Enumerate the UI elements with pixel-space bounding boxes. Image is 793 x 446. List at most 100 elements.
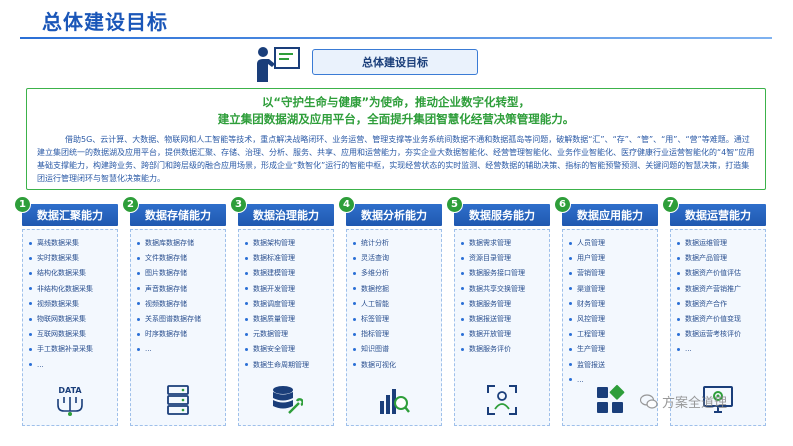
title-divider xyxy=(20,37,772,39)
list-item: 文件数据存储 xyxy=(137,251,221,266)
column-title: 数据运营能力 xyxy=(670,204,766,226)
column-title: 数据治理能力 xyxy=(238,204,334,226)
capability-column-2: 2 数据存储能力 数据库数据存储 文件数据存储 图片数据存储 声音数据存储 视频… xyxy=(122,196,226,428)
list-item: 风控管理 xyxy=(569,312,653,327)
column-number-badge: 6 xyxy=(554,196,571,213)
list-item: 数据开放管理 xyxy=(461,327,545,342)
list-item: 声音数据存储 xyxy=(137,282,221,297)
list-item: 数据建模管理 xyxy=(245,266,329,281)
list-item: 监管报送 xyxy=(569,358,653,373)
list-item: 数据开发管理 xyxy=(245,282,329,297)
user-scan-icon xyxy=(487,385,517,415)
list-item: 互联网数据采集 xyxy=(29,327,113,342)
column-body: 数据架构管理 数据标准管理 数据建模管理 数据开发管理 数据调度管理 数据质量管… xyxy=(238,229,334,426)
list-item: 资源目录管理 xyxy=(461,251,545,266)
column-title: 数据服务能力 xyxy=(454,204,550,226)
list-item: 离线数据采集 xyxy=(29,236,113,251)
capability-columns: 1 数据汇聚能力 离线数据采集 实时数据采集 结构化数据采集 非结构化数据采集 … xyxy=(14,196,774,428)
column-number-badge: 4 xyxy=(338,196,355,213)
list-item: 元数据管理 xyxy=(245,327,329,342)
list-item: 数据安全管理 xyxy=(245,342,329,357)
data-icon-label: DATA xyxy=(58,386,82,395)
list-item: ... xyxy=(137,342,221,357)
data-flow-icon: DATA xyxy=(57,386,83,416)
list-item: 结构化数据采集 xyxy=(29,266,113,281)
list-item: 物联网数据采集 xyxy=(29,312,113,327)
list-item: 数据运营考核评价 xyxy=(677,327,761,342)
list-item: 数据服务接口管理 xyxy=(461,266,545,281)
server-icon xyxy=(167,385,189,415)
list-item: 数据资产合作 xyxy=(677,297,761,312)
chart-magnifier-icon xyxy=(380,389,410,414)
list-item: 数据运维管理 xyxy=(677,236,761,251)
mission-headline-1: 以“守护生命与健康”为使命，推动企业数字化转型， xyxy=(261,95,531,109)
column-title: 数据分析能力 xyxy=(346,204,442,226)
list-item: 数据架构管理 xyxy=(245,236,329,251)
list-item: ... xyxy=(29,358,113,373)
list-item: 数据库数据存储 xyxy=(137,236,221,251)
watermark-text: 方案全道理 xyxy=(662,396,728,411)
list-item: 数据资产营销推广 xyxy=(677,282,761,297)
list-item: 非结构化数据采集 xyxy=(29,282,113,297)
column-body: 人员管理 用户管理 营销管理 渠道管理 财务管理 风控管理 工程管理 生产管理 … xyxy=(562,229,658,426)
database-wrench-icon xyxy=(273,386,303,414)
list-item: 数据可视化 xyxy=(353,358,437,373)
list-item: 渠道管理 xyxy=(569,282,653,297)
list-item: 视频数据采集 xyxy=(29,297,113,312)
list-item: 工程管理 xyxy=(569,327,653,342)
list-item: 数据质量管理 xyxy=(245,312,329,327)
list-item: 数据标准管理 xyxy=(245,251,329,266)
column-body: 数据运维管理 数据产品管理 数据资产价值评估 数据资产营销推广 数据资产合作 数… xyxy=(670,229,766,426)
list-item: 数据资产价值变现 xyxy=(677,312,761,327)
list-item: ... xyxy=(569,373,653,388)
column-number-badge: 5 xyxy=(446,196,463,213)
column-body: 数据库数据存储 文件数据存储 图片数据存储 声音数据存储 视频数据存储 关系图谱… xyxy=(130,229,226,426)
column-title: 数据汇聚能力 xyxy=(22,204,118,226)
page-title: 总体建设目标 xyxy=(42,10,168,34)
list-item: 统计分析 xyxy=(353,236,437,251)
list-item: 数据生命周期管理 xyxy=(245,358,329,373)
list-item: 图片数据存储 xyxy=(137,266,221,281)
capability-column-6: 6 数据应用能力 人员管理 用户管理 营销管理 渠道管理 财务管理 风控管理 工… xyxy=(554,196,658,428)
column-body: 统计分析 灵活查询 多维分析 数据挖掘 人工智能 标签管理 指标管理 知识图谱 … xyxy=(346,229,442,426)
capability-column-7: 7 数据运营能力 数据运维管理 数据产品管理 数据资产价值评估 数据资产营销推广… xyxy=(662,196,766,428)
column-title: 数据存储能力 xyxy=(130,204,226,226)
list-item: 人员管理 xyxy=(569,236,653,251)
list-item: 数据挖掘 xyxy=(353,282,437,297)
presenter-board-icon xyxy=(257,47,300,82)
list-item: 指标管理 xyxy=(353,327,437,342)
watermark: 方案全道理 xyxy=(640,392,727,411)
list-item: 时序数据存储 xyxy=(137,327,221,342)
list-item: 数据调度管理 xyxy=(245,297,329,312)
capability-column-4: 4 数据分析能力 统计分析 灵活查询 多维分析 数据挖掘 人工智能 标签管理 指… xyxy=(338,196,442,428)
list-item: 灵活查询 xyxy=(353,251,437,266)
mission-headline-2: 建立集团数据湖及应用平台，全面提升集团智慧化经营决策管理能力。 xyxy=(217,112,575,126)
list-item: 生产管理 xyxy=(569,342,653,357)
column-body: 离线数据采集 实时数据采集 结构化数据采集 非结构化数据采集 视频数据采集 物联… xyxy=(22,229,118,426)
goal-label-box: 总体建设目标 xyxy=(312,49,478,75)
list-item: 用户管理 xyxy=(569,251,653,266)
list-item: 数据报送管理 xyxy=(461,312,545,327)
capability-column-5: 5 数据服务能力 数据需求管理 资源目录管理 数据服务接口管理 数据共享交换管理… xyxy=(446,196,550,428)
mission-statement-box: 以“守护生命与健康”为使命，推动企业数字化转型， 建立集团数据湖及应用平台，全面… xyxy=(26,88,766,190)
wechat-icon xyxy=(640,393,658,409)
list-item: 人工智能 xyxy=(353,297,437,312)
list-item: 数据服务管理 xyxy=(461,297,545,312)
capability-column-1: 1 数据汇聚能力 离线数据采集 实时数据采集 结构化数据采集 非结构化数据采集 … xyxy=(14,196,118,428)
list-item: 数据需求管理 xyxy=(461,236,545,251)
list-item: 数据服务评价 xyxy=(461,342,545,357)
list-item: 数据产品管理 xyxy=(677,251,761,266)
list-item: 营销管理 xyxy=(569,266,653,281)
column-number-badge: 1 xyxy=(14,196,31,213)
apps-grid-icon xyxy=(597,384,625,413)
list-item: 视频数据存储 xyxy=(137,297,221,312)
column-number-badge: 2 xyxy=(122,196,139,213)
list-item: 数据共享交换管理 xyxy=(461,282,545,297)
list-item: ... xyxy=(677,342,761,357)
list-item: 关系图谱数据存储 xyxy=(137,312,221,327)
list-item: 数据资产价值评估 xyxy=(677,266,761,281)
list-item: 手工数据补录采集 xyxy=(29,342,113,357)
list-item: 财务管理 xyxy=(569,297,653,312)
column-title: 数据应用能力 xyxy=(562,204,658,226)
capability-column-3: 3 数据治理能力 数据架构管理 数据标准管理 数据建模管理 数据开发管理 数据调… xyxy=(230,196,334,428)
